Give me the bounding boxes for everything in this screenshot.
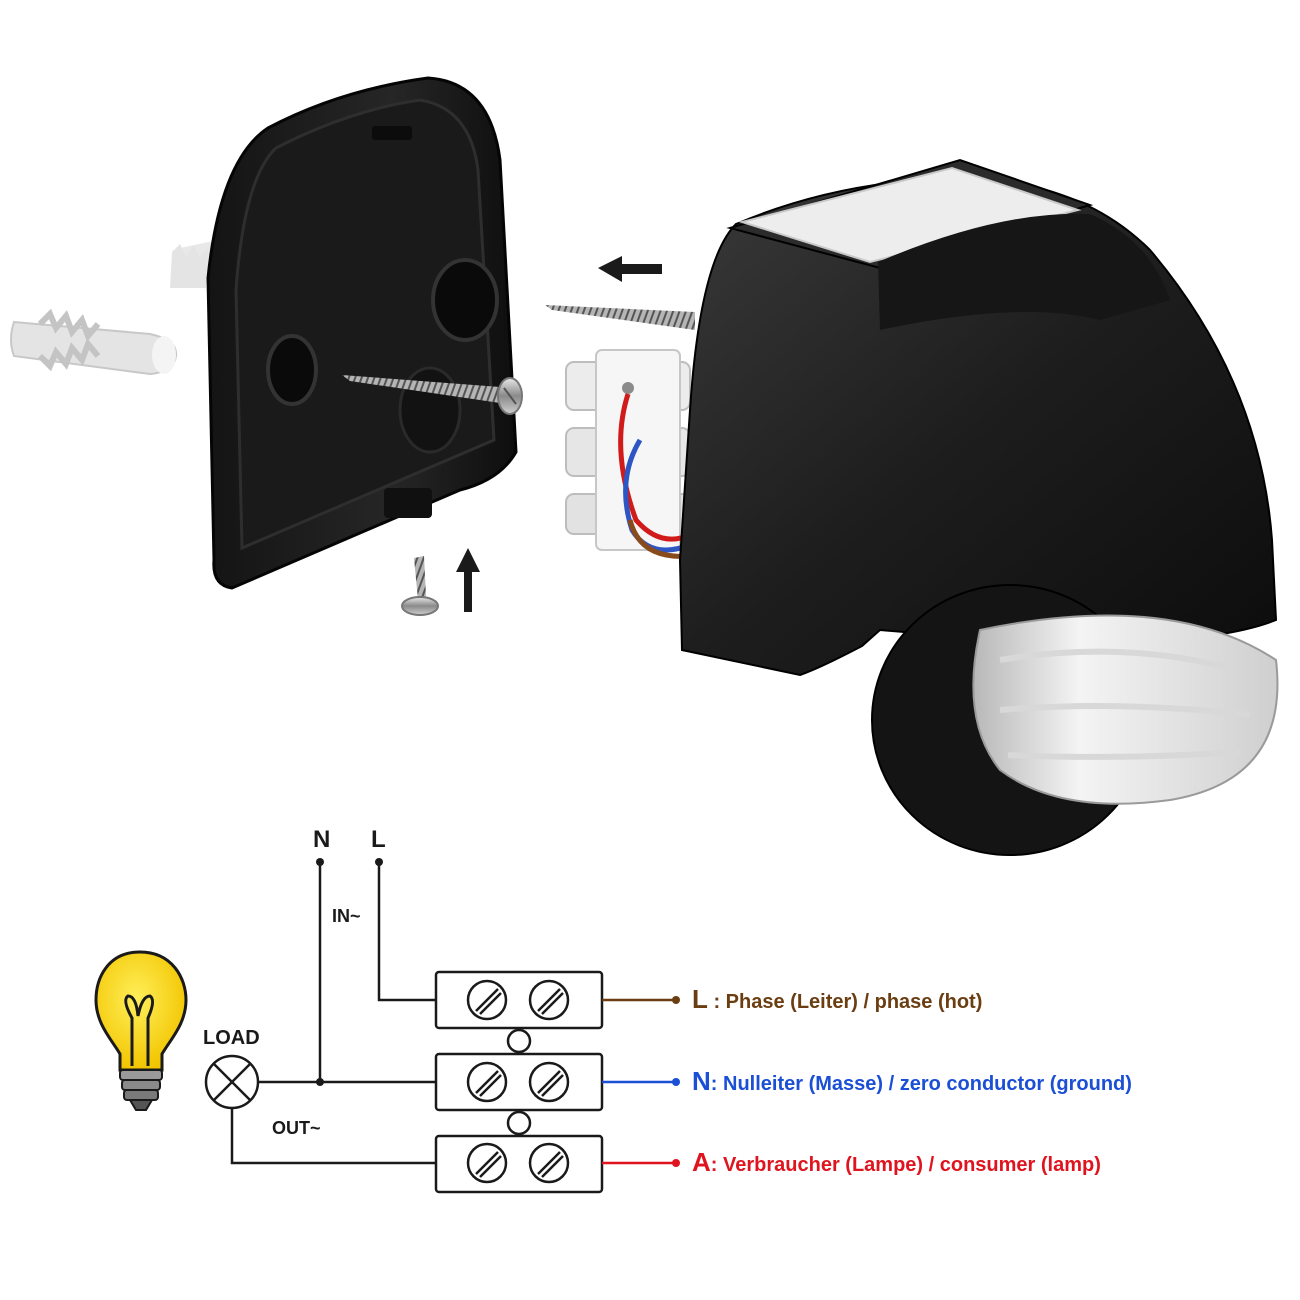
arrow-icon: [456, 256, 662, 612]
small-screw: [401, 556, 439, 616]
wall-plug: [10, 308, 178, 376]
legend-l-text: Phase (Leiter) / phase (hot): [726, 991, 983, 1013]
circuit-wires: [230, 862, 436, 1165]
legend-n-text: Nulleiter (Masse) / zero conductor (grou…: [723, 1073, 1132, 1095]
product-illustration: [10, 76, 1279, 856]
terminal-block: [434, 970, 604, 1194]
lamp-symbol-icon: [204, 1054, 260, 1110]
junction-node: [316, 1078, 324, 1086]
legend-item-n: N: Nulleiter (Masse) / zero conductor (g…: [692, 1066, 1132, 1096]
wiring-diagram: N L IN~ LOAD OUT~: [94, 826, 1132, 1194]
legend-a-separator: :: [711, 1154, 723, 1176]
legend-lead-a: [602, 1159, 680, 1167]
in-label: IN~: [332, 906, 361, 926]
legend-n-separator: :: [711, 1073, 723, 1095]
long-screw-sensor: [545, 305, 695, 330]
legend-l-letter: L: [692, 984, 708, 1014]
input-l-label: L: [371, 826, 386, 853]
load-label: LOAD: [203, 1027, 260, 1049]
legend-l-separator: :: [708, 991, 726, 1013]
terminal-block-product: [565, 349, 691, 559]
sensor-body: [678, 158, 1278, 677]
legend-n-letter: N: [692, 1066, 711, 1096]
mounting-plate: [206, 76, 518, 590]
lightbulb-icon: [94, 950, 188, 1111]
legend-lead-l: [602, 996, 680, 1004]
sensor-head: [871, 584, 1279, 856]
legend-a-letter: A: [692, 1147, 711, 1177]
legend-lead-n: [602, 1078, 680, 1086]
legend-item-a: A: Verbraucher (Lampe) / consumer (lamp): [692, 1147, 1101, 1177]
legend-a-text: Verbraucher (Lampe) / consumer (lamp): [723, 1154, 1101, 1176]
input-n-label: N: [313, 826, 330, 853]
out-label: OUT~: [272, 1118, 321, 1138]
terminal-screws: [466, 979, 570, 1184]
legend-item-l: L : Phase (Leiter) / phase (hot): [692, 984, 982, 1014]
long-screw-plate: [342, 375, 523, 415]
